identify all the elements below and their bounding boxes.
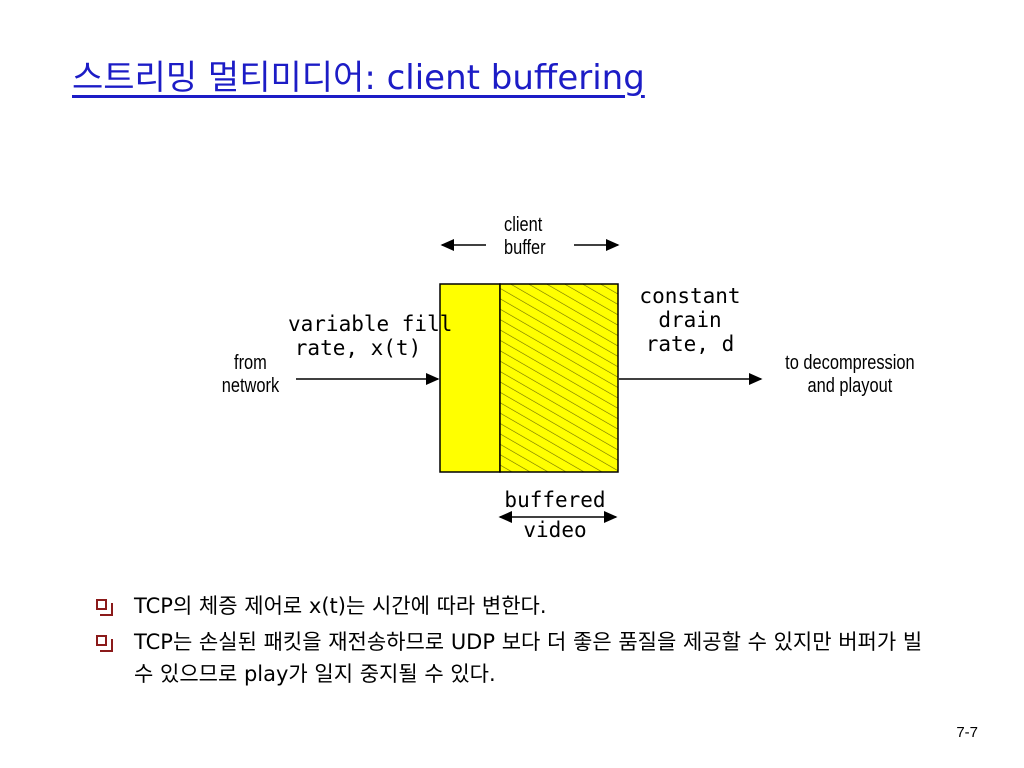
- text: 는 손실된 패킷을 재전송하므로: [172, 630, 451, 654]
- text: TCP: [134, 594, 173, 618]
- fill-rate-label: variable fill rate, x(t): [288, 312, 453, 361]
- from-network-label: from network: [216, 352, 285, 398]
- to-line1: to decompression: [785, 352, 915, 374]
- to-line2: and playout: [807, 375, 893, 397]
- bullet-item-2: TCP는 손실된 패킷을 재전송하므로 UDP 보다 더 좋은 품질을 제공할 …: [96, 626, 936, 690]
- drain-line2: drain: [658, 308, 722, 333]
- bullet-box-icon: [96, 599, 113, 616]
- text: UDP: [450, 630, 496, 654]
- text: 는 시간에 따라 변한다.: [345, 594, 547, 618]
- bullet-box-icon: [96, 635, 113, 652]
- text: play: [243, 662, 289, 686]
- buffer-empty-region: [439, 283, 501, 473]
- text: TCP: [134, 630, 173, 654]
- from-line1: from: [234, 352, 267, 374]
- bullet-item-1: TCP의 체증 제어로 x(t)는 시간에 따라 변한다.: [96, 590, 936, 622]
- page-number: 7-7: [956, 724, 978, 741]
- client-buffer-line1: client: [504, 214, 543, 236]
- text: 가 일지 중지될 수 있다.: [288, 662, 496, 686]
- from-line2: network: [221, 375, 280, 397]
- client-buffer-label: client buffer: [504, 214, 546, 260]
- slide-title: 스트리밍 멀티미디어: client buffering: [72, 58, 645, 98]
- buffer-filled-region: [499, 283, 619, 473]
- drain-line1: constant: [639, 284, 741, 308]
- text: 의 체증 제어로: [172, 594, 309, 618]
- text: x(t): [308, 594, 346, 618]
- buffered-line2: video: [523, 518, 587, 543]
- bullet-list: TCP의 체증 제어로 x(t)는 시간에 따라 변한다. TCP는 손실된 패…: [96, 590, 936, 694]
- buffered-line1: buffered: [504, 488, 606, 512]
- fill-rate-line1: variable fill: [288, 312, 453, 336]
- to-decompression-label: to decompression and playout: [772, 352, 928, 398]
- fill-rate-line2: rate, x(t): [294, 336, 422, 361]
- text: 보다 더 좋은 품질을 제공할 수 있지만 버퍼가 빌 수 있으므로: [134, 630, 923, 686]
- buffered-video-label: buffered video: [496, 488, 614, 542]
- client-buffer-line2: buffer: [504, 237, 546, 259]
- drain-line3: rate, d: [645, 332, 735, 357]
- drain-rate-label: constant drain rate, d: [634, 284, 746, 356]
